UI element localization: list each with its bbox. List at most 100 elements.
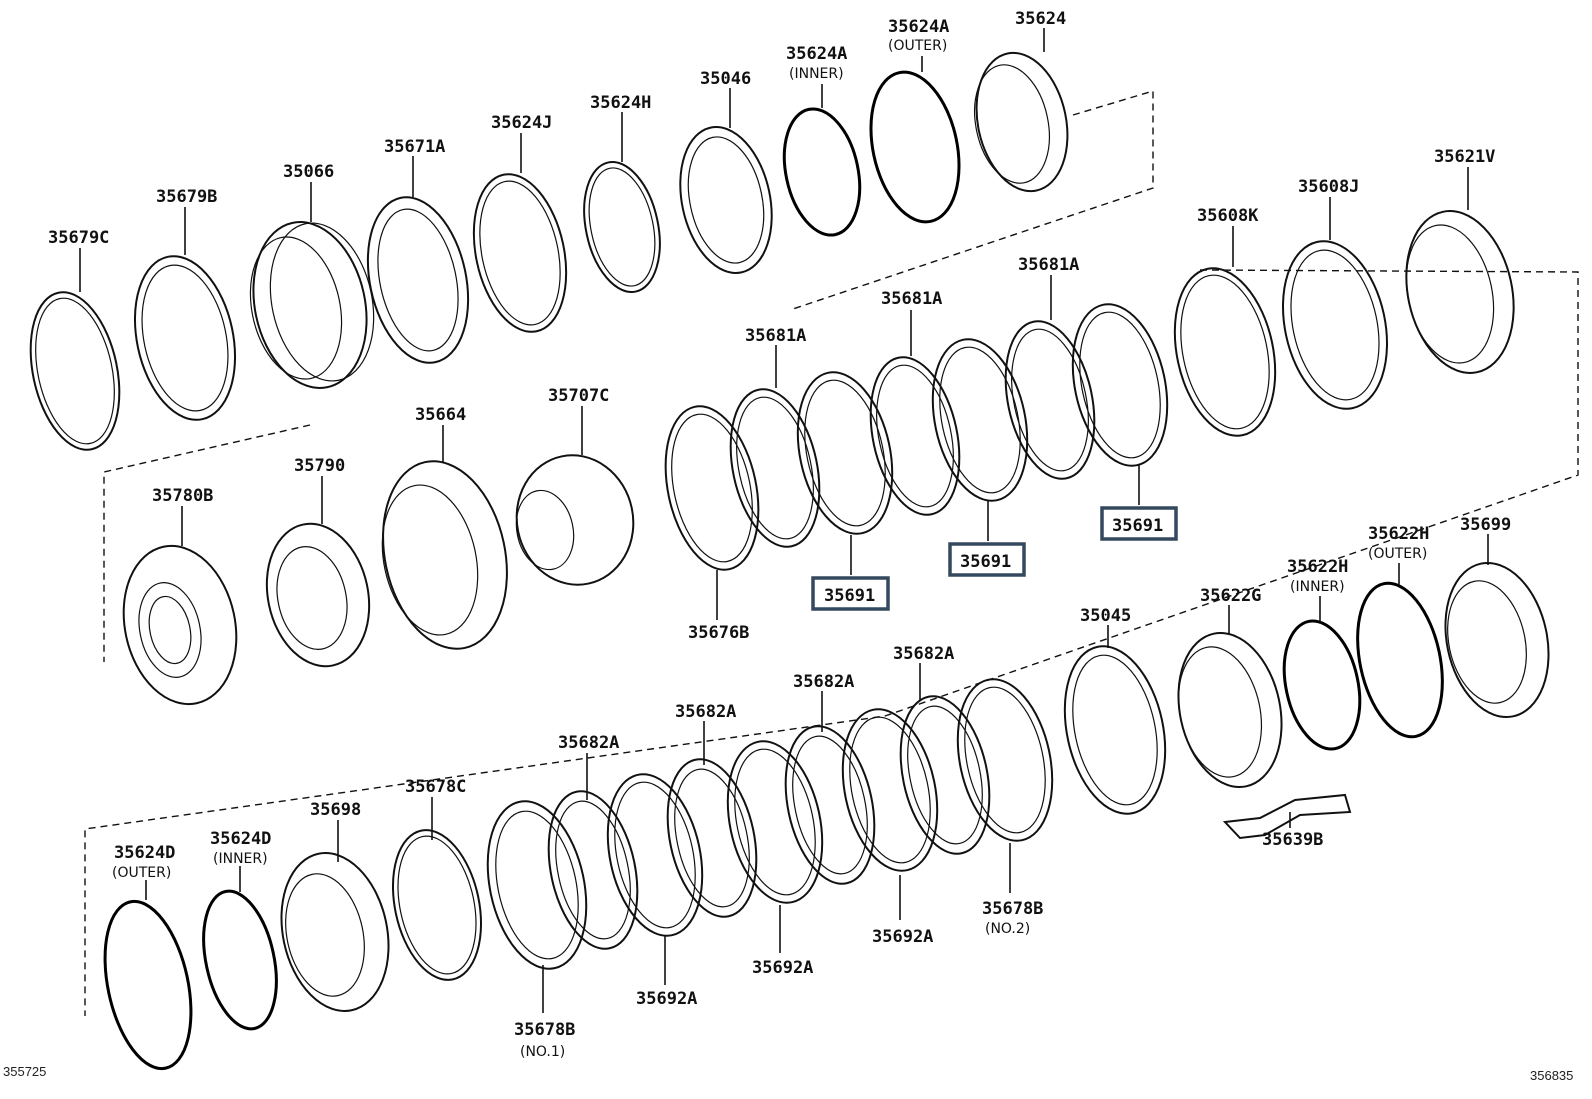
part-35679C-ring[interactable] [17, 284, 132, 458]
part-35639B-clip[interactable] [1222, 793, 1352, 840]
part-35682A-disc-4[interactable] [887, 688, 1002, 862]
part-35045-spring-retainer[interactable] [1050, 637, 1179, 823]
part-35682A-disc-2[interactable] [654, 751, 769, 925]
part-35621V-piston[interactable] [1392, 201, 1528, 383]
part-35699-cylinder[interactable] [1432, 553, 1562, 726]
label-35790: 35790 [294, 456, 345, 476]
label-35624J: 35624J [491, 113, 552, 133]
label-35678B-no1-sub: (NO.1) [520, 1044, 565, 1060]
part-35678B-no1-plate[interactable] [473, 792, 600, 978]
label-35682A-4: 35682A [893, 644, 954, 664]
part-35624A-inner-oring[interactable] [773, 102, 870, 242]
label-35682A-3: 35682A [793, 672, 854, 692]
part-35624D-inner-oring[interactable] [192, 884, 288, 1035]
part-35671A-ring[interactable] [354, 188, 483, 372]
part-35692A-plate-2[interactable] [714, 732, 836, 911]
label-35624D-outer-sub: (OUTER) [112, 865, 171, 881]
label-35622H-inner-sub: (INNER) [1290, 579, 1345, 595]
label-35624: 35624 [1015, 9, 1066, 29]
part-35681A-plate-3[interactable] [992, 313, 1107, 487]
label-35679C: 35679C [48, 228, 109, 248]
label-35045: 35045 [1080, 606, 1131, 626]
label-35624A-inner-sub: (INNER) [789, 66, 844, 82]
label-35621V: 35621V [1434, 147, 1495, 167]
label-35624A-outer: 35624A [888, 17, 949, 37]
label-35664: 35664 [415, 405, 466, 425]
part-35622H-outer-oring[interactable] [1345, 575, 1456, 744]
label-35681A-3: 35681A [745, 326, 806, 346]
part-35676B-plate[interactable] [652, 398, 773, 579]
label-35691-2: 35691 [960, 552, 1011, 572]
part-35664-drum[interactable] [367, 450, 524, 661]
label-35679B: 35679B [156, 187, 217, 207]
label-35681A-2: 35681A [881, 289, 942, 309]
part-35790-sprag[interactable] [254, 514, 382, 676]
label-35066: 35066 [283, 162, 334, 182]
part-35608J-spring-retainer[interactable] [1268, 231, 1401, 418]
part-35624-piston[interactable] [964, 44, 1079, 199]
part-35622H-inner-oring[interactable] [1273, 614, 1370, 756]
part-35698-piston[interactable] [268, 843, 403, 1021]
part-35046-spring-retainer[interactable] [668, 118, 785, 281]
leader-lines [79, 28, 1489, 1013]
part-35624J-snap-ring[interactable] [460, 166, 579, 341]
part-35682A-disc-3[interactable] [772, 718, 887, 892]
label-35678B-no2-sub: (NO.2) [985, 921, 1030, 937]
part-35678C-ring[interactable] [380, 822, 494, 988]
part-35622G-piston[interactable] [1165, 623, 1295, 796]
part-35678B-no2-plate[interactable] [944, 670, 1066, 849]
part-labels: 35679C 35679B 35066 35671A 35624J 35624H… [48, 9, 1511, 1060]
part-35681A-plate-1[interactable] [717, 381, 832, 555]
label-35691-3: 35691 [1112, 516, 1163, 536]
part-35066-drum[interactable] [238, 211, 388, 398]
label-35780B: 35780B [152, 486, 213, 506]
label-35608J: 35608J [1298, 177, 1359, 197]
part-35691-disc-3[interactable] [1059, 295, 1181, 474]
part-35691-disc-2[interactable] [919, 330, 1041, 509]
label-35608K: 35608K [1197, 206, 1259, 226]
part-35707C-hub[interactable] [505, 444, 645, 595]
label-35682A-2: 35682A [675, 702, 736, 722]
part-35681A-plate-2[interactable] [857, 349, 972, 523]
label-35698: 35698 [310, 800, 361, 820]
label-35692A-1: 35692A [636, 989, 697, 1009]
part-35692A-plate-1[interactable] [594, 765, 716, 944]
part-35691-disc-1[interactable] [784, 363, 906, 542]
label-35692A-2: 35692A [752, 958, 813, 978]
corner-ref-right: 356835 [1530, 1068, 1573, 1083]
label-35681A-1: 35681A [1018, 255, 1079, 275]
label-35624D-inner: 35624D [210, 829, 271, 849]
part-35624A-outer-oring[interactable] [858, 64, 972, 230]
label-35691-1: 35691 [824, 586, 875, 606]
label-35624A-outer-sub: (OUTER) [888, 38, 947, 54]
highlight-boxes [811, 506, 1178, 611]
corner-ref-left: 355725 [3, 1064, 46, 1079]
label-35622H-outer-sub: (OUTER) [1368, 546, 1427, 562]
part-35679B-plate[interactable] [121, 247, 249, 429]
label-35046: 35046 [700, 69, 751, 89]
label-35707C: 35707C [548, 386, 609, 406]
label-35624D-outer: 35624D [114, 843, 175, 863]
label-35639B: 35639B [1262, 830, 1323, 850]
label-35624A-inner: 35624A [786, 44, 847, 64]
part-35682A-disc-1[interactable] [535, 783, 650, 957]
part-35780B-gear-hub[interactable] [110, 535, 251, 714]
label-35622G: 35622G [1200, 586, 1261, 606]
label-35624H: 35624H [590, 93, 651, 113]
label-35622H-outer: 35622H [1368, 524, 1429, 544]
label-35682A-1: 35682A [558, 733, 619, 753]
label-35622H-inner: 35622H [1287, 557, 1348, 577]
label-35678B-no2: 35678B [982, 899, 1043, 919]
part-35624H-snap-ring[interactable] [573, 155, 671, 299]
label-35624D-inner-sub: (INNER) [213, 851, 268, 867]
part-35692A-plate-3[interactable] [829, 700, 951, 879]
label-35671A: 35671A [384, 137, 445, 157]
label-35692A-3: 35692A [872, 927, 933, 947]
label-35678C: 35678C [405, 777, 466, 797]
part-35608K-ring[interactable] [1160, 259, 1289, 445]
label-35699: 35699 [1460, 515, 1511, 535]
label-35676B: 35676B [688, 623, 749, 643]
group-boundaries [84, 90, 1579, 1016]
part-35624D-outer-oring[interactable] [91, 894, 205, 1077]
